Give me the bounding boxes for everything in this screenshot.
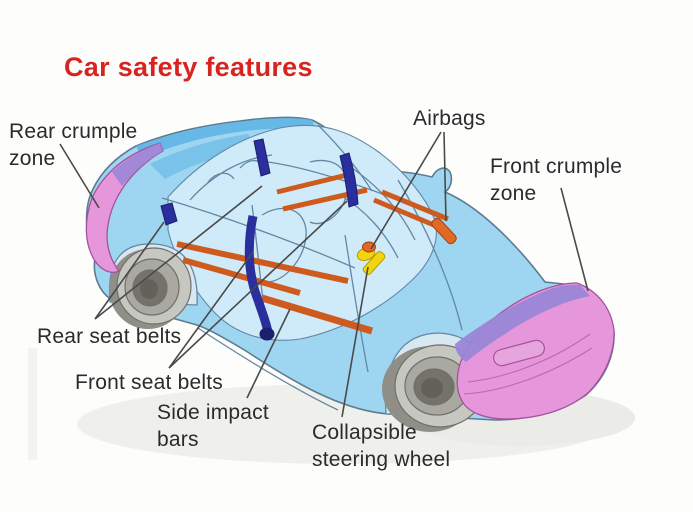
label-airbags: Airbags <box>413 107 486 130</box>
passenger-airbag <box>431 217 457 245</box>
front-seat-belt-near <box>244 215 273 333</box>
leader-front-belt-far <box>168 200 348 369</box>
page-title: Car safety features <box>64 52 313 82</box>
label-front-crumple-zone: Front crumple zone <box>490 155 623 206</box>
driver-airbag <box>362 241 376 253</box>
seat-belts <box>160 138 359 341</box>
steering-and-airbags <box>356 217 457 275</box>
near-door-bar2 <box>182 257 301 296</box>
leader-side-impact <box>246 308 291 399</box>
rear-window <box>150 134 258 179</box>
leader-front-crumple <box>560 187 589 292</box>
leader-front-belt-near <box>168 251 254 369</box>
scan-artifact <box>28 348 37 460</box>
front-crumple-zone-part <box>455 282 615 420</box>
fog-light <box>493 339 545 367</box>
leader-airbag-passenger <box>443 131 447 222</box>
label-rear-seat-belts: Rear seat belts <box>37 325 182 348</box>
rear-wheel <box>109 247 192 329</box>
label-rear-crumple-zone: Rear crumple zone <box>9 120 138 171</box>
steering-column <box>362 251 386 275</box>
near-door-bar <box>176 241 349 284</box>
label-collapsible-steering-wheel: Collapsible steering wheel <box>312 421 451 472</box>
leader-steering <box>341 266 369 418</box>
label-front-seat-belts: Front seat belts <box>75 371 223 394</box>
leader-rear-belt-near <box>94 221 165 320</box>
side-impact-bars-and-belts <box>176 171 449 335</box>
front-seat-belt-far <box>339 152 359 208</box>
far-front-bar <box>373 197 442 231</box>
rear-deck-band <box>136 118 316 159</box>
belt-anchor <box>259 327 275 341</box>
far-rear-bar <box>276 171 352 195</box>
leader-lines <box>59 131 589 418</box>
label-side-impact-bars: Side impact bars <box>157 401 269 452</box>
leader-rear-belt-far <box>94 185 263 320</box>
leader-airbag-driver <box>370 131 442 250</box>
leader-rear-crumple <box>59 143 100 209</box>
far-front-bar2 <box>381 189 449 222</box>
rear-seat-belt-near <box>160 202 178 226</box>
near-door-bar3 <box>260 294 374 335</box>
rear-seat-belt-far <box>253 138 271 177</box>
